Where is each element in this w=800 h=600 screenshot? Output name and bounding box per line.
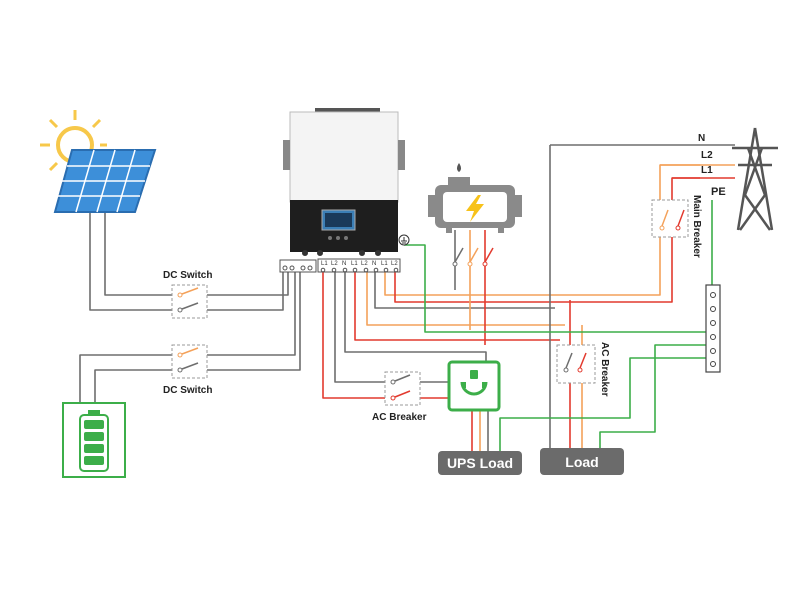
dc-terminal-block: [279, 259, 317, 273]
generator-icon: [428, 163, 522, 233]
load-box: Load: [540, 448, 624, 475]
l1-label: L1: [701, 165, 713, 176]
sun-icon: [40, 110, 107, 172]
ac-breaker-load: AC Breaker: [556, 342, 610, 397]
main-breaker: Main Breaker: [651, 195, 702, 258]
battery-icon: [62, 402, 126, 478]
ac-breaker-load-label: AC Breaker: [599, 342, 610, 397]
pe-bus-bar: PE: [705, 186, 726, 373]
terminal-label: L1: [321, 261, 328, 267]
dc-switch-pv-label: DC Switch: [163, 270, 212, 281]
terminal-label: L2: [331, 261, 338, 267]
load-label: Load: [565, 454, 598, 470]
ups-load-box: UPS Load: [438, 451, 522, 475]
ac-breaker-ups-label: AC Breaker: [372, 412, 427, 423]
wires: [79, 144, 735, 452]
dc-switch-battery-label: DC Switch: [163, 385, 212, 396]
pe-label: PE: [711, 186, 726, 198]
outlet-icon: [447, 360, 501, 412]
ground-icon: [398, 234, 410, 246]
grid-tower-icon: [732, 127, 778, 231]
solar-panel-icon: [53, 149, 157, 213]
inverter-icon: [283, 108, 405, 256]
terminal-label: N: [372, 261, 376, 267]
ac-breaker-ups: AC Breaker: [372, 371, 427, 423]
n-label: N: [698, 133, 705, 144]
ac-terminal-block: L1 L2 N L1 L2 N L1 L2: [317, 258, 401, 273]
grid-line-labels: N L2 L1: [698, 133, 713, 176]
generator-breaker: [452, 247, 494, 267]
ups-load-label: UPS Load: [447, 455, 513, 471]
dc-switch-pv: DC Switch: [163, 270, 212, 319]
terminal-label: N: [342, 261, 346, 267]
terminal-label: L2: [361, 261, 368, 267]
terminal-label: L2: [391, 261, 398, 267]
l2-label: L2: [701, 150, 713, 161]
dc-switch-battery: DC Switch: [163, 344, 212, 396]
main-breaker-label: Main Breaker: [691, 195, 702, 258]
terminal-label: L1: [351, 261, 358, 267]
terminal-label: L1: [381, 261, 388, 267]
